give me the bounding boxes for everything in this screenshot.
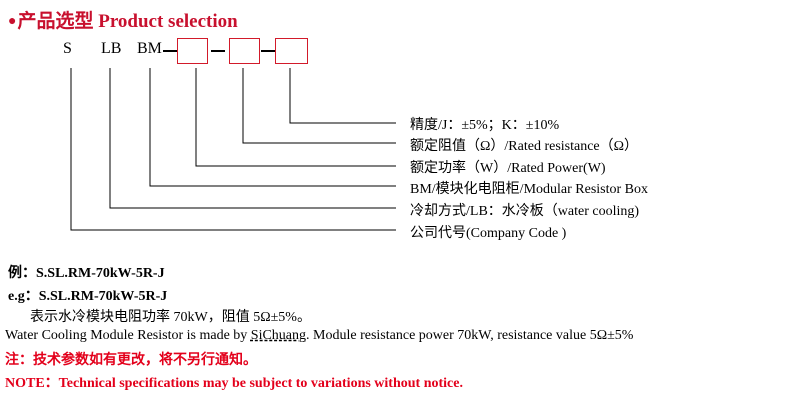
desc-rated-resistance: 额定阻值（Ω）/Rated resistance（Ω） (410, 139, 639, 154)
brand-name: SiChuang (250, 328, 307, 343)
desc-cooling: 冷却方式/LB：水冷板（water cooling) (410, 204, 640, 219)
code-bm: BM (137, 40, 162, 57)
connector-s (70, 68, 396, 231)
desc-tolerance: 精度/J：±5%；K：±10% (410, 118, 560, 133)
note-en: NOTE：Technical specifications may be sub… (5, 376, 463, 391)
bullet-icon: ● (8, 14, 17, 29)
section-title: ●产品选型 Product selection (8, 6, 238, 33)
example-en-text: Water Cooling Module Resistor is made by… (5, 328, 633, 344)
example-cn-text: 表示水冷模块电阻功率 70kW，阻值 5Ω±5%。 (30, 310, 311, 325)
code-lb: LB (101, 40, 122, 57)
code-dash-2 (211, 50, 225, 52)
example-cn-label: 例：S.SL.RM-70kW-5R-J (8, 266, 165, 281)
code-dash-3 (261, 50, 275, 52)
desc-company-code: 公司代号(Company Code ) (410, 226, 567, 241)
example-en-text-after: . Module resistance power 70kW, resistan… (306, 328, 634, 343)
example-en-text-before: Water Cooling Module Resistor is made by (5, 328, 251, 343)
example-en-label: e.g：S.SL.RM-70kW-5R-J (8, 289, 168, 304)
resistance-code-box (229, 38, 260, 64)
note-cn: 注：技术参数如有更改，将不另行通知。 (5, 353, 257, 368)
connector-lb (109, 68, 396, 209)
connector-power (195, 68, 396, 167)
power-code-box (177, 38, 208, 64)
code-s: S (63, 40, 72, 57)
connector-bm (149, 68, 396, 187)
connector-resistance (242, 68, 396, 144)
connector-tolerance (289, 68, 396, 124)
tolerance-code-box (275, 38, 308, 64)
section-title-text: 产品选型 Product selection (17, 11, 238, 32)
desc-modular-box: BM/模块化电阻柜/Modular Resistor Box (410, 182, 649, 197)
desc-rated-power: 额定功率（W）/Rated Power(W) (410, 161, 606, 176)
code-dash-1 (163, 50, 177, 52)
